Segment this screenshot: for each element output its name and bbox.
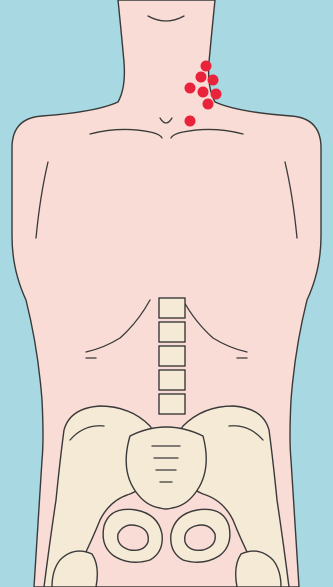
lymph-node-dot [185, 116, 196, 127]
lymph-node-dot [203, 99, 214, 110]
vertebra [159, 322, 185, 342]
vertebra [159, 346, 185, 366]
vertebra [159, 394, 185, 414]
obturator-right [185, 525, 216, 550]
lymph-node-dot [201, 61, 212, 72]
lymph-node-dot [211, 89, 222, 100]
vertebrae [159, 298, 185, 414]
lymph-node-dot [208, 75, 219, 86]
vertebra [159, 370, 185, 390]
vertebra [159, 298, 185, 318]
lymph-node-dot [185, 83, 196, 94]
obturator-left [118, 525, 149, 550]
lymph-node-dot [198, 87, 209, 98]
lymph-node-dot [196, 72, 207, 83]
